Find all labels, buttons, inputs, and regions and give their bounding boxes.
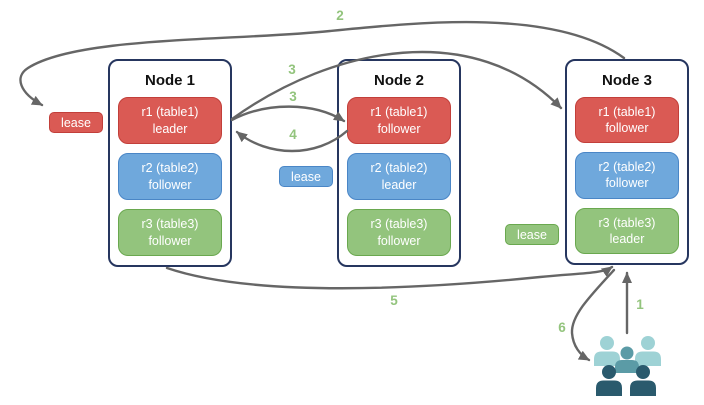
flow-arrow-5 xyxy=(165,265,614,290)
replica-role-label: follower xyxy=(605,176,649,191)
person-icon xyxy=(635,336,661,366)
node-title: Node 3 xyxy=(601,72,652,89)
replica-role-label: leader xyxy=(152,121,188,136)
node-box: Node 1 r1 (table1) leader r2 (table2) fo… xyxy=(108,59,232,267)
users-group-icon xyxy=(594,336,661,396)
step-number-label: 5 xyxy=(390,293,398,308)
replica-role-label: leader xyxy=(381,177,417,192)
replica-box: r3 (table3) leader xyxy=(575,207,679,254)
node-box: Node 2 r1 (table1) follower r2 (table2) … xyxy=(337,59,461,267)
step-number-label: 3 xyxy=(289,89,297,104)
lease-label: lease xyxy=(61,115,91,130)
person-icon xyxy=(596,365,622,396)
replica-id-label: r2 (table2) xyxy=(370,161,428,176)
replica-box: r2 (table2) follower xyxy=(575,152,679,199)
replica-id-label: r1 (table1) xyxy=(598,104,656,119)
flow-arrow-3-to-node2 xyxy=(230,105,346,123)
replica-box: r3 (table3) follower xyxy=(118,209,222,256)
replica-id-label: r2 (table2) xyxy=(141,161,199,176)
replica-box: r2 (table2) follower xyxy=(118,153,222,200)
step-number-label: 3 xyxy=(288,62,296,77)
replica-box: r1 (table1) leader xyxy=(118,97,222,144)
lease-label: lease xyxy=(517,227,547,242)
replica-id-label: r3 (table3) xyxy=(598,215,656,230)
step-number-label: 1 xyxy=(636,297,644,312)
replica-id-label: r3 (table3) xyxy=(141,217,199,232)
replica-box: r1 (table1) follower xyxy=(575,97,679,144)
replica-role-label: follower xyxy=(148,177,192,192)
replica-role-label: follower xyxy=(377,233,421,248)
lease-badge: lease xyxy=(49,112,103,133)
replica-box: r3 (table3) follower xyxy=(347,209,451,256)
person-icon xyxy=(630,365,656,396)
replica-role-label: leader xyxy=(609,231,645,246)
flow-arrow-6 xyxy=(570,268,616,362)
person-icon xyxy=(594,336,620,366)
step-number-label: 4 xyxy=(289,127,297,142)
replica-id-label: r3 (table3) xyxy=(370,217,428,232)
node-title: Node 1 xyxy=(144,72,195,89)
lease-label: lease xyxy=(291,169,321,184)
replica-box: r2 (table2) leader xyxy=(347,153,451,200)
node-box: Node 3 r1 (table1) follower r2 (table2) … xyxy=(565,59,689,265)
replica-id-label: r2 (table2) xyxy=(598,160,656,175)
lease-badge: lease xyxy=(505,224,559,245)
replica-role-label: follower xyxy=(377,121,421,136)
node-title: Node 2 xyxy=(373,72,424,89)
lease-badge: lease xyxy=(279,166,333,187)
person-icon xyxy=(615,346,639,373)
step-number-label: 6 xyxy=(558,320,566,335)
replica-role-label: follower xyxy=(605,121,649,136)
replica-role-label: follower xyxy=(148,233,192,248)
replica-id-label: r1 (table1) xyxy=(141,105,199,120)
replica-box: r1 (table1) follower xyxy=(347,97,451,144)
replica-id-label: r1 (table1) xyxy=(370,105,428,120)
step-number-label: 2 xyxy=(336,8,344,23)
